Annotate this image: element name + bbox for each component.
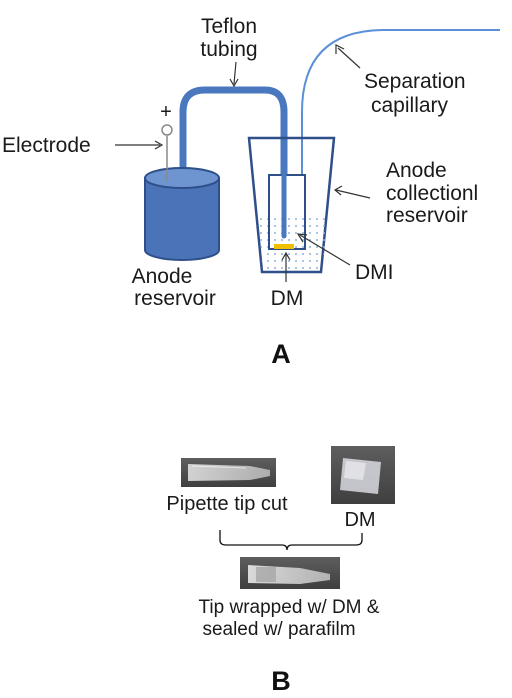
wrapped-tip-photo — [240, 557, 340, 589]
collection-label-line3: reservoir — [386, 204, 468, 227]
teflon-label-line2: tubing — [200, 38, 257, 61]
anode-reservoir — [144, 167, 220, 261]
collection-label-line1: Anode — [386, 159, 447, 182]
pipette-tip-label: Pipette tip cut — [166, 493, 288, 515]
electrode-label: Electrode — [2, 134, 91, 157]
combine-bracket — [219, 530, 363, 551]
dm-label: DM — [271, 287, 304, 310]
plus-sign: + — [160, 101, 172, 123]
anode-reservoir-label-line1: Anode — [132, 265, 193, 288]
teflon-tubing — [179, 86, 288, 236]
anode-reservoir-label-line2: reservoir — [134, 287, 216, 310]
teflon-label-line1: Teflon — [201, 15, 257, 38]
pipette-tip-photo — [181, 458, 276, 487]
capillary-arrow — [337, 47, 361, 69]
teflon-arrow — [233, 61, 237, 85]
separation-label-line2: capillary — [371, 94, 449, 117]
dmi-arrow — [299, 234, 351, 266]
electrode — [161, 124, 173, 182]
dm-photo — [331, 446, 395, 504]
panel-b: Pipette tip cut DM Tip wrapped w/ DM & s… — [166, 446, 395, 696]
dm-membrane — [274, 244, 294, 249]
wrapped-label-line1: Tip wrapped w/ DM & — [199, 597, 380, 618]
wrapped-label-line2: sealed w/ parafilm — [202, 619, 355, 640]
collection-arrow — [335, 189, 371, 199]
collection-label-line2: collectionl — [386, 182, 478, 205]
separation-capillary — [301, 29, 500, 232]
panel-a-label: A — [271, 339, 291, 369]
separation-label-line1: Separation — [364, 70, 466, 93]
dmi-tip — [268, 174, 306, 250]
leader-lines — [115, 44, 371, 282]
dm-photo-label: DM — [344, 509, 375, 531]
panel-a: Teflon tubing + Electrode Separation cap… — [2, 15, 500, 369]
panel-b-label: B — [271, 666, 291, 696]
dmi-label: DMI — [355, 261, 394, 284]
